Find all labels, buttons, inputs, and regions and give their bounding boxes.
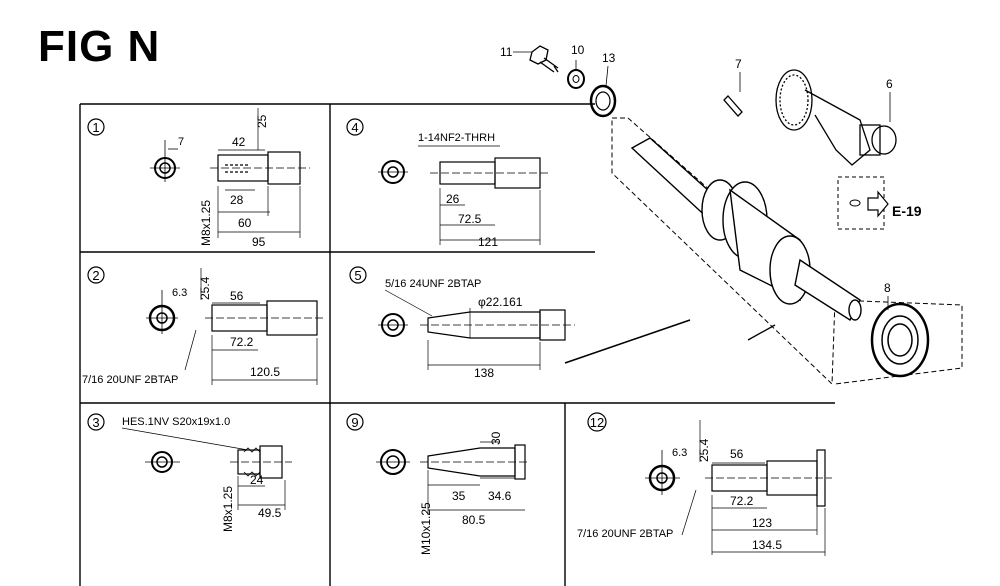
panel-12-number-circle <box>587 412 607 432</box>
callout-7: 7 <box>735 57 742 71</box>
panel-1-dim-28: 28 <box>230 193 244 207</box>
panel-4-dim-72-5: 72.5 <box>458 212 482 226</box>
panel-4-number-circle <box>346 118 364 136</box>
reference-label: E-19 <box>892 203 922 219</box>
panel-9-end-view <box>376 449 410 475</box>
panel-1-dim-60: 60 <box>238 216 252 230</box>
panel-1: 1 7 42 25 28 60 95 <box>87 108 310 249</box>
panel-2-dim-72-2: 72.2 <box>230 335 254 349</box>
reference-arrow-icon <box>867 190 889 218</box>
panel-5-shaft <box>384 289 575 370</box>
panel-3-end-view <box>145 451 180 473</box>
exploded-assembly: 11 10 13 7 6 E-19 <box>500 43 963 386</box>
panel-3-number-circle <box>87 413 105 431</box>
panel-12-dim-6-3: 6.3 <box>672 447 687 459</box>
panel-3-shaft <box>121 427 292 510</box>
panel-3-dim-24: 24 <box>250 473 264 487</box>
panel-12-shaft <box>681 420 832 556</box>
panel-4-end-view <box>378 160 408 184</box>
washer-part <box>567 69 585 89</box>
figure-title: FIG N <box>38 22 161 71</box>
key-part <box>723 95 743 117</box>
callout-6: 6 <box>886 77 893 91</box>
panel-1-dim-25: 25 <box>255 114 269 128</box>
crankshaft-part <box>630 137 862 322</box>
panel-12-number: 12 <box>590 415 604 430</box>
panel-5-number: 5 <box>354 268 361 283</box>
panel-1-shaft <box>210 108 310 238</box>
panel-5-spec: 5/16 24UNF 2BTAP <box>385 278 481 290</box>
panel-9-number: 9 <box>351 415 358 430</box>
panel-5-number-circle <box>349 266 367 284</box>
panel-9-dim-35: 35 <box>452 489 466 503</box>
panel-9-shaft <box>420 441 530 515</box>
panel-9-dim-30: 30 <box>489 431 503 445</box>
panel-4-spec: 1-14NF2-THRH <box>418 132 495 144</box>
panel-5: 5 5/16 24UNF 2BTAP φ22.161 138 <box>349 266 575 380</box>
panel-4-dim-121: 121 <box>478 235 498 249</box>
panel-12-end-view <box>645 450 680 495</box>
panel-4-shaft <box>418 145 550 245</box>
panel-3-thread: M8x1.25 <box>221 486 235 532</box>
panel-4-number: 4 <box>351 120 358 135</box>
callout-11: 11 <box>500 45 513 59</box>
panel-9-thread: M10x1.25 <box>419 502 433 555</box>
panel-2-dim-56: 56 <box>230 289 244 303</box>
panel-12-dim-56: 56 <box>730 447 744 461</box>
panel-2-shaft <box>184 268 325 385</box>
seal-ring-part <box>589 84 617 118</box>
panel-1-dim-7: 7 <box>178 136 184 148</box>
panel-12-tap: 7/16 20UNF 2BTAP <box>577 528 673 540</box>
panel-2-number: 2 <box>92 268 99 283</box>
panel-9: 9 30 35 34.6 80.5 M10x1.25 <box>346 413 530 555</box>
balancer-gear-part <box>775 69 897 166</box>
panel-2: 2 6.3 25.4 56 72.2 120.5 7/16 20UNF 2BTA… <box>82 266 325 386</box>
panel-1-dim-42: 42 <box>232 135 246 149</box>
panel-3-number: 3 <box>92 415 99 430</box>
panel-5-diameter: φ22.161 <box>478 295 523 309</box>
panel-9-dim-34-6: 34.6 <box>488 489 512 503</box>
panel-5-end-view <box>378 313 408 337</box>
panel-2-dim-6-3: 6.3 <box>172 287 187 299</box>
panel-3-dim-49-5: 49.5 <box>258 506 282 520</box>
panel-2-dim-120-5: 120.5 <box>250 365 280 379</box>
panel-9-dim-80-5: 80.5 <box>462 513 486 527</box>
panel-1-number-circle <box>87 118 105 136</box>
assembly-leader-line <box>564 319 691 364</box>
panel-2-dim-25-4: 25.4 <box>198 276 212 300</box>
panel-12-dim-123: 123 <box>752 516 772 530</box>
panel-12-dim-25-4: 25.4 <box>697 438 711 462</box>
panel-5-dim-138: 138 <box>474 366 494 380</box>
panel-3: 3 HES.1NV S20x19x1.0 24 49.5 M8x1.25 <box>87 413 292 532</box>
panel-1-thread: M8x1.25 <box>199 200 213 246</box>
panel-1-end-view <box>150 140 180 182</box>
bearing-part <box>870 302 930 378</box>
panel-12-dim-72-2: 72.2 <box>730 494 754 508</box>
panel-1-dim-95: 95 <box>252 235 266 249</box>
panel-12-dim-134-5: 134.5 <box>752 538 782 552</box>
panel-grid <box>79 103 835 586</box>
panel-9-number-circle <box>346 413 364 431</box>
panel-2-end-view <box>146 290 178 334</box>
panel-3-spec: HES.1NV S20x19x1.0 <box>122 416 230 428</box>
callout-8: 8 <box>884 281 891 295</box>
panel-2-tap: 7/16 20UNF 2BTAP <box>82 374 178 386</box>
assembly-outline <box>611 117 836 386</box>
panel-4: 4 1-14NF2-THRH 26 72.5 121 <box>346 118 550 249</box>
panel-1-number: 1 <box>92 120 99 135</box>
callout-13: 13 <box>602 51 616 65</box>
panel-2-number-circle <box>87 266 105 284</box>
callout-10: 10 <box>571 43 585 57</box>
panel-4-dim-26: 26 <box>446 192 460 206</box>
bolt-part <box>529 45 559 73</box>
panel-12: 12 6.3 25.4 56 72.2 123 134.5 7/1 <box>577 412 832 556</box>
